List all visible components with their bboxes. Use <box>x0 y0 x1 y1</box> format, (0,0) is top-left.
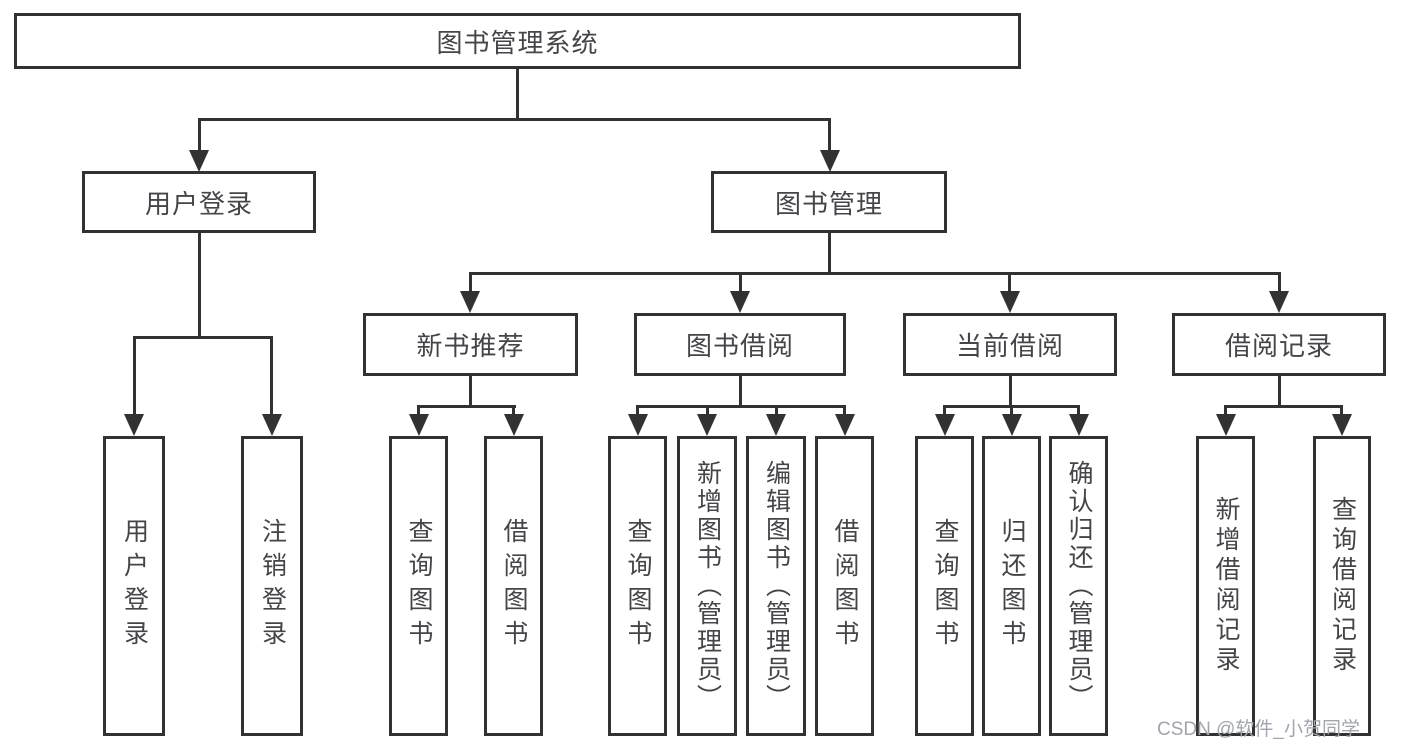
leaf-bb-add-book: 新增图书（管理员） <box>677 436 737 736</box>
connector-drop-leaf <box>1340 405 1343 417</box>
leaf-label: 查询图书 <box>931 518 959 654</box>
node-new-book-rec: 新书推荐 <box>363 313 578 376</box>
leaf-br-query-record: 查询借阅记录 <box>1313 436 1371 736</box>
leaf-logout: 注销登录 <box>241 436 303 736</box>
node-borrow-records: 借阅记录 <box>1172 313 1386 376</box>
arrow-down-icon <box>1002 414 1022 436</box>
arrow-down-icon <box>1216 414 1236 436</box>
connector-records-stem <box>1278 376 1281 407</box>
connector-drop-leaf <box>843 405 846 417</box>
connector-drop-leaf <box>943 405 946 417</box>
connector-drop-l3 <box>469 272 472 292</box>
arrow-down-icon <box>935 414 955 436</box>
leaf-bb-borrow-book: 借阅图书 <box>815 436 874 736</box>
leaf-bb-edit-book: 编辑图书（管理员） <box>746 436 806 736</box>
connector-current-stem <box>1009 376 1012 407</box>
connector-drop-leaf <box>1224 405 1227 417</box>
leaf-rec-query-book: 查询图书 <box>389 436 448 736</box>
leaf-label: 借阅图书 <box>500 518 528 654</box>
arrow-down-icon <box>409 414 429 436</box>
node-root: 图书管理系统 <box>14 13 1021 69</box>
connector-borrow-stem <box>739 376 742 407</box>
leaf-label: 新增图书（管理员） <box>693 460 722 712</box>
connector-drop-l3 <box>739 272 742 292</box>
node-current-borrow: 当前借阅 <box>903 313 1117 376</box>
arrow-down-icon <box>1269 291 1289 313</box>
connector-rec-stem <box>469 376 472 407</box>
leaf-label: 查询图书 <box>405 518 433 654</box>
connector-records-branch <box>1224 405 1343 408</box>
connector-user-branch <box>133 336 273 339</box>
arrow-down-icon <box>730 291 750 313</box>
leaf-bb-query-book: 查询图书 <box>608 436 667 736</box>
leaf-label: 借阅图书 <box>831 518 859 654</box>
leaf-label: 新增借阅记录 <box>1212 496 1240 676</box>
arrow-down-icon <box>766 414 786 436</box>
connector-drop-l3 <box>1278 272 1281 292</box>
leaf-label: 用户登录 <box>120 518 149 654</box>
leaf-label: 查询图书 <box>624 518 652 654</box>
arrow-down-icon <box>189 150 209 172</box>
connector-drop-leaf <box>706 405 709 417</box>
leaf-user-login: 用户登录 <box>103 436 165 736</box>
connector-root-branch <box>198 118 831 121</box>
connector-drop-leaf <box>1077 405 1080 417</box>
arrow-down-icon <box>1332 414 1352 436</box>
node-book-borrow: 图书借阅 <box>634 313 846 376</box>
arrow-down-icon <box>262 414 282 436</box>
arrow-down-icon <box>460 291 480 313</box>
arrow-down-icon <box>820 150 840 172</box>
connector-root-stem <box>516 69 519 121</box>
connector-user-stem <box>198 233 201 336</box>
connector-book-stem <box>828 233 831 274</box>
leaf-label: 确认归还（管理员） <box>1065 460 1093 712</box>
leaf-cb-query-book: 查询图书 <box>915 436 974 736</box>
connector-drop-leaf <box>270 336 273 416</box>
arrow-down-icon <box>697 414 717 436</box>
connector-borrow-branch <box>636 405 846 408</box>
connector-drop-leaf <box>636 405 639 417</box>
arrow-down-icon <box>835 414 855 436</box>
connector-drop-leaf <box>417 405 420 417</box>
leaf-br-add-record: 新增借阅记录 <box>1196 436 1255 736</box>
connector-book-branch <box>469 272 1281 275</box>
node-user-login: 用户登录 <box>82 171 316 233</box>
leaf-rec-borrow-book: 借阅图书 <box>484 436 543 736</box>
connector-drop-leaf <box>775 405 778 417</box>
connector-drop-leaf <box>512 405 515 417</box>
connector-drop-leaf <box>133 336 136 416</box>
leaf-label: 查询借阅记录 <box>1328 496 1357 676</box>
arrow-down-icon <box>504 414 524 436</box>
connector-rec-branch <box>417 405 516 408</box>
connector-drop-book <box>828 118 831 152</box>
leaf-cb-confirm-return: 确认归还（管理员） <box>1049 436 1108 736</box>
arrow-down-icon <box>1069 414 1089 436</box>
arrow-down-icon <box>628 414 648 436</box>
leaf-label: 注销登录 <box>258 518 287 654</box>
watermark: CSDN @软件_小贺同学 <box>1157 719 1360 740</box>
arrow-down-icon <box>124 414 144 436</box>
connector-drop-l3 <box>1008 272 1011 292</box>
leaf-label: 归还图书 <box>998 518 1026 654</box>
connector-drop-leaf <box>1010 405 1013 417</box>
connector-drop-user <box>198 118 201 152</box>
arrow-down-icon <box>1000 291 1020 313</box>
node-book-mgmt: 图书管理 <box>711 171 947 233</box>
leaf-cb-return-book: 归还图书 <box>982 436 1041 736</box>
leaf-label: 编辑图书（管理员） <box>762 460 791 712</box>
